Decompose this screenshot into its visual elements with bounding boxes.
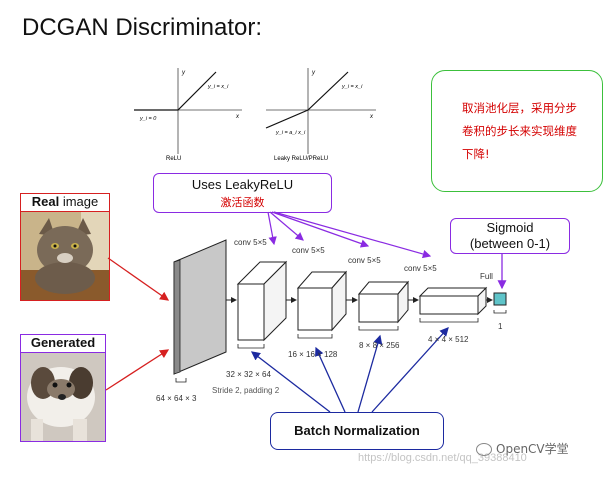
conv-label-2: conv 5×5	[292, 246, 325, 255]
leaky-y-label: y	[311, 70, 316, 76]
note-text: 取消池化层，采用分步卷积的步长来实现维度下降!	[462, 101, 577, 161]
bn-arrow-2	[315, 346, 346, 413]
real-image-label: Real image	[20, 193, 110, 212]
conv-block-2	[296, 270, 348, 339]
block4-dim-label: 4 × 4 × 512	[428, 335, 469, 344]
real-label-rest: image	[59, 194, 99, 209]
conv-label-3: conv 5×5	[348, 256, 381, 265]
stride-label: Stride 2, padding 2	[212, 386, 280, 395]
output-node	[493, 292, 507, 314]
real-label-bold: Real	[31, 194, 60, 209]
dog-photo-icon	[21, 353, 105, 441]
batchnorm-box: Batch Normalization	[270, 412, 444, 450]
leaky-arrow-4	[273, 211, 432, 259]
leaky-pos-eq: y_i = x_i	[341, 84, 363, 90]
relu-caption: ReLU	[166, 156, 181, 162]
leaky-arrow-1	[267, 211, 277, 246]
leaky-curve	[265, 71, 349, 129]
block2-dim-label: 16 × 16 × 128	[288, 350, 338, 359]
leaky-x-label: x	[369, 114, 374, 120]
bn-arrow-3	[357, 334, 383, 413]
relu-pos-eq: y_i = x_i	[207, 84, 229, 90]
page-title: DCGAN Discriminator:	[22, 14, 263, 41]
watermark-brand-text: OpenCV学堂	[496, 442, 569, 456]
generated-label: Generated	[20, 334, 106, 353]
wechat-icon	[476, 443, 492, 456]
leaky-relu-plot: y x y_i = x_i y_i = a_i x_i Leaky ReLU/P…	[265, 68, 376, 162]
bn-arrow-1	[250, 351, 331, 413]
conv-label-4: conv 5×5	[404, 264, 437, 273]
generated-to-input-arrow	[105, 349, 170, 391]
output-dim-label: 1	[498, 322, 503, 331]
leaky-caption: Leaky ReLU/PReLU	[274, 156, 328, 162]
leaky-arrow-2	[269, 211, 304, 241]
block3-dim-label: 8 × 8 × 256	[359, 341, 400, 350]
relu-neg-eq: y_i = 0	[139, 116, 157, 122]
relu-curve	[134, 71, 217, 111]
conv-block-1	[236, 260, 288, 349]
cat-photo-icon	[21, 212, 109, 300]
sigmoid-title: Sigmoid	[486, 220, 534, 235]
leaky-neg-eq: y_i = a_i x_i	[275, 130, 306, 136]
input-layer-block	[173, 239, 227, 383]
input-dim-label: 64 × 64 × 3	[156, 394, 197, 403]
leaky-arrow-3	[271, 211, 370, 248]
real-image-photo	[20, 211, 110, 301]
relu-plot: y x y_i = x_i y_i = 0 ReLU	[134, 68, 242, 162]
leaky-relu-box: Uses LeakyReLU 激活函数	[153, 173, 332, 213]
relu-y-label: y	[181, 70, 186, 76]
leaky-relu-box-subtitle: 激活函数	[220, 196, 265, 209]
conv-block-3	[357, 280, 410, 331]
sigmoid-box: Sigmoid (between 0-1)	[450, 218, 570, 254]
sigmoid-range: (between 0-1)	[469, 236, 551, 251]
bn-arrow-4	[371, 327, 449, 413]
conv-label-1: conv 5×5	[234, 238, 267, 247]
conv-block-4	[418, 286, 488, 323]
relu-x-label: x	[235, 114, 240, 120]
full-label: Full	[480, 272, 493, 281]
watermark-brand: OpenCV学堂	[476, 440, 569, 457]
block1-dim-label: 32 × 32 × 64	[226, 370, 271, 379]
generated-image-photo	[20, 352, 106, 442]
note-box: 取消池化层，采用分步卷积的步长来实现维度下降!	[431, 70, 603, 192]
leaky-relu-box-title: Uses LeakyReLU	[191, 177, 294, 192]
real-to-input-arrow	[107, 257, 170, 301]
